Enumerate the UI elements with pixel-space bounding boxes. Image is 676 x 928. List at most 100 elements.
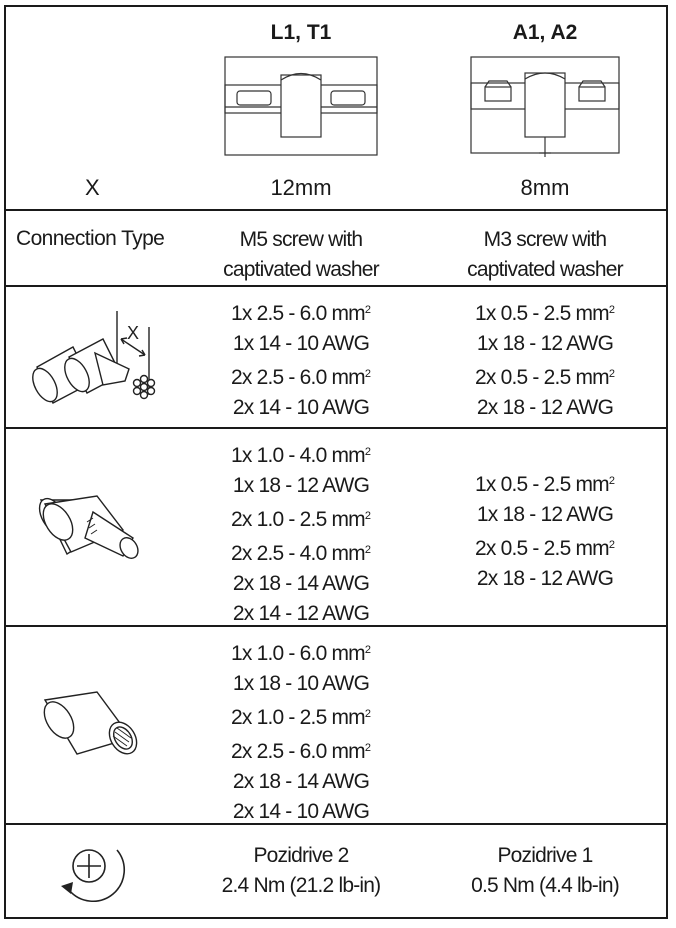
- spec-text: 2x 1.0 - 2.5 mm: [230, 706, 366, 729]
- spec-text: 1x 2.5 - 6.0 mm: [230, 302, 366, 325]
- spec-text: 1x 1.0 - 4.0 mm: [230, 444, 366, 467]
- spec-superscript: 2: [364, 510, 371, 522]
- spec-text: 2x 0.5 - 2.5 mm: [474, 537, 610, 560]
- spec-text: 1x 0.5 - 2.5 mm: [474, 302, 610, 325]
- spec-text: 2x 18 - 12 AWG: [476, 396, 614, 419]
- torque-icon-cell: [6, 825, 178, 917]
- header-label-cell: X: [6, 7, 178, 209]
- x-label: X: [84, 175, 100, 200]
- spec-superscript: 2: [608, 539, 615, 551]
- fine-stranded-wire-icon: [43, 691, 138, 755]
- spec-text: 2x 2.5 - 6.0 mm: [230, 740, 366, 763]
- torque-a1-value: 0.5 Nm (4.4 lb-in): [471, 874, 620, 897]
- spec-superscript: 2: [608, 368, 615, 380]
- stranded-wire-icon-cell: X: [6, 287, 178, 427]
- fine-stranded-a1-cell: [424, 627, 666, 823]
- spec-line: 2x 18 - 14 AWG: [231, 767, 371, 797]
- spec-superscript: 2: [364, 304, 371, 316]
- spec-line: 1x 18 - 10 AWG: [231, 669, 371, 699]
- spec-line: 2x 18 - 12 AWG: [475, 393, 615, 423]
- connection-type-l1-cell: M5 screw with captivated washer: [178, 211, 424, 285]
- spec-text: 1x 14 - 10 AWG: [232, 332, 370, 355]
- pozidrive-torque-icon: [61, 849, 126, 903]
- spec-line: 2x 14 - 10 AWG: [231, 797, 371, 827]
- torque-a1-text: Pozidrive 1 0.5 Nm (4.4 lb-in): [471, 841, 620, 901]
- spec-line: 1x 1.0 - 6.0 mm2: [231, 635, 371, 669]
- connection-type-a1-text: M3 screw with captivated washer: [467, 225, 623, 285]
- spec-line: 1x 18 - 12 AWG: [475, 329, 615, 359]
- spec-superscript: 2: [364, 544, 371, 556]
- spec-superscript: 2: [608, 304, 615, 316]
- spec-line: 2x 0.5 - 2.5 mm2: [475, 359, 615, 393]
- spec-superscript: 2: [364, 446, 371, 458]
- spec-superscript: 2: [364, 708, 371, 720]
- l1-t1-header-cell: L1, T1 12mm: [178, 7, 424, 209]
- header-row: X L1, T1 12mm A1, A2: [6, 7, 666, 211]
- spec-text: 2x 2.5 - 4.0 mm: [230, 542, 366, 565]
- spec-text: 2x 2.5 - 6.0 mm: [230, 366, 366, 389]
- connection-type-l1-text: M5 screw with captivated washer: [223, 225, 379, 285]
- spec-text: 2x 18 - 14 AWG: [232, 572, 370, 595]
- spec-line: 1x 0.5 - 2.5 mm2: [475, 295, 615, 329]
- spec-line: 2x 0.5 - 2.5 mm2: [475, 530, 615, 564]
- strip-length-x-label: X: [127, 323, 139, 343]
- torque-l1-drive: Pozidrive 2: [253, 844, 349, 867]
- spec-line: 2x 2.5 - 6.0 mm2: [231, 733, 371, 767]
- torque-row: Pozidrive 2 2.4 Nm (21.2 lb-in) Pozidriv…: [6, 825, 666, 917]
- connection-type-a1-cell: M3 screw with captivated washer: [424, 211, 666, 285]
- torque-l1-cell: Pozidrive 2 2.4 Nm (21.2 lb-in): [178, 825, 424, 917]
- a1-a2-title: A1, A2: [512, 21, 578, 44]
- spec-line: 1x 0.5 - 2.5 mm2: [475, 466, 615, 500]
- spec-text: 1x 18 - 12 AWG: [476, 503, 614, 526]
- spec-text: 2x 18 - 14 AWG: [232, 770, 370, 793]
- torque-a1-drive: Pozidrive 1: [497, 844, 593, 867]
- spec-line: 2x 1.0 - 2.5 mm2: [231, 501, 371, 535]
- spec-text: 1x 18 - 12 AWG: [476, 332, 614, 355]
- spec-text: 2x 14 - 12 AWG: [232, 602, 370, 625]
- spec-line: 1x 18 - 12 AWG: [231, 471, 371, 501]
- spec-superscript: 2: [364, 742, 371, 754]
- spec-line: 2x 18 - 14 AWG: [231, 569, 371, 599]
- connection-type-label-cell: Connection Type: [6, 211, 178, 285]
- spec-text: 1x 18 - 12 AWG: [232, 474, 370, 497]
- spec-line: 2x 14 - 12 AWG: [231, 599, 371, 629]
- spec-line: 2x 18 - 12 AWG: [475, 564, 615, 594]
- spec-line: 1x 14 - 10 AWG: [231, 329, 371, 359]
- connection-type-a1-line-2: captivated washer: [467, 258, 623, 281]
- spec-line: 2x 1.0 - 2.5 mm2: [231, 699, 371, 733]
- spec-text: 1x 18 - 10 AWG: [232, 672, 370, 695]
- connection-type-a1-line-1: M3 screw with: [483, 228, 607, 251]
- connection-type-l1-line-1: M5 screw with: [239, 228, 363, 251]
- spec-line: 1x 2.5 - 6.0 mm2: [231, 295, 371, 329]
- stranded-wire-strip-length-icon: X: [32, 311, 156, 404]
- spec-line: 1x 1.0 - 4.0 mm2: [231, 437, 371, 471]
- a1-a2-header-cell: A1, A2 8mm: [424, 7, 666, 209]
- torque-l1-value: 2.4 Nm (21.2 lb-in): [221, 874, 382, 897]
- spec-superscript: 2: [608, 475, 615, 487]
- fine-stranded-icon-cell: [6, 627, 178, 823]
- spec-superscript: 2: [364, 368, 371, 380]
- spec-text: 1x 0.5 - 2.5 mm: [474, 473, 610, 496]
- l1-t1-terminal-icon: [224, 56, 378, 156]
- spec-line: 2x 14 - 10 AWG: [231, 393, 371, 423]
- connection-type-row: Connection Type M5 screw with captivated…: [6, 211, 666, 287]
- spec-text: 2x 1.0 - 2.5 mm: [230, 508, 366, 531]
- ferrule-icon-cell: [6, 429, 178, 625]
- spec-text: 2x 18 - 12 AWG: [476, 567, 614, 590]
- spec-text: 1x 1.0 - 6.0 mm: [230, 642, 366, 665]
- torque-l1-text: Pozidrive 2 2.4 Nm (21.2 lb-in): [221, 841, 382, 901]
- torque-a1-cell: Pozidrive 1 0.5 Nm (4.4 lb-in): [424, 825, 666, 917]
- wiring-spec-table: X L1, T1 12mm A1, A2: [4, 5, 668, 919]
- l1-t1-title: L1, T1: [270, 21, 332, 44]
